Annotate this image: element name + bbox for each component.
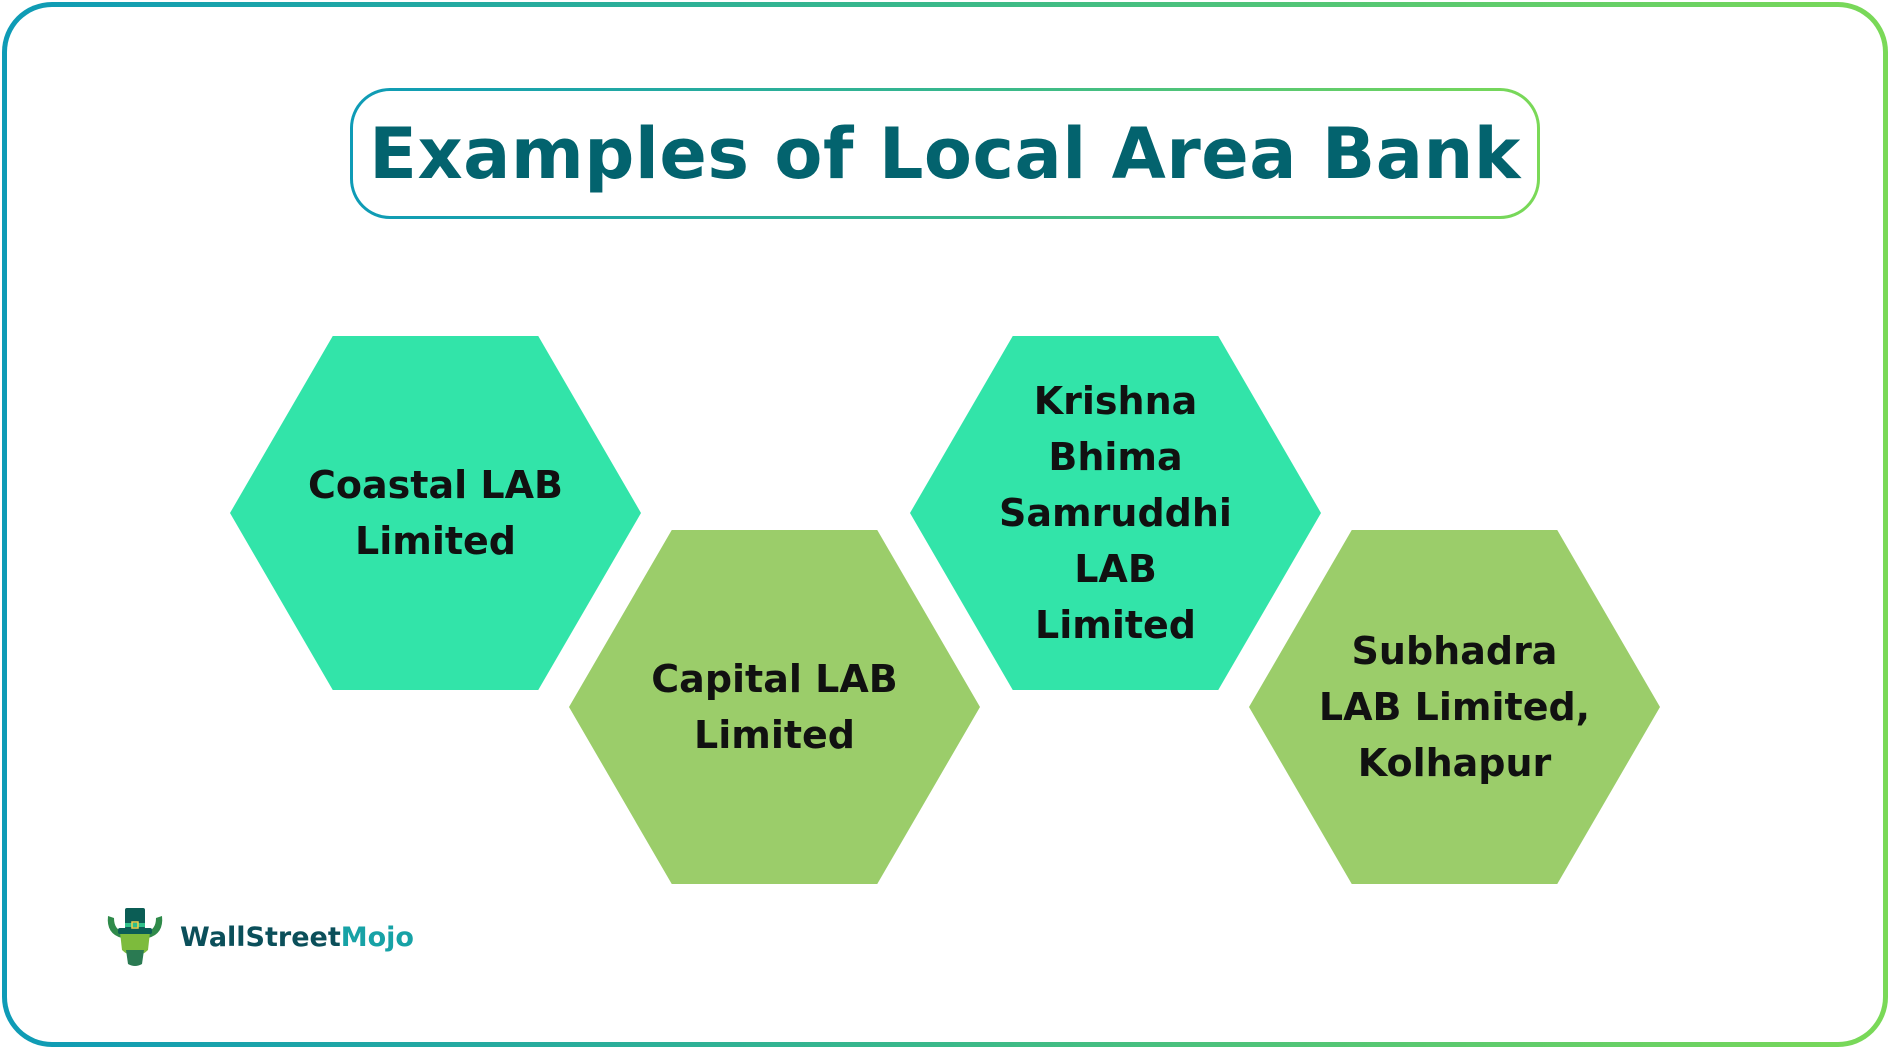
hexagon-label: Krishna Bhima Samruddhi LAB Limited [999,379,1232,647]
title-box: Examples of Local Area Bank [350,88,1540,219]
hexagon-label: Capital LAB Limited [651,657,898,757]
hexagon-label: Subhadra LAB Limited, Kolhapur [1318,629,1591,785]
title-inner: Examples of Local Area Bank [353,91,1537,216]
page-title: Examples of Local Area Bank [369,112,1521,195]
hexagon-subhadra: Subhadra LAB Limited, Kolhapur [1249,530,1660,884]
hexagon-coastal: Coastal LAB Limited [230,336,641,690]
hexagon-label: Coastal LAB Limited [308,463,563,563]
hexagon-krishna-bhima: Krishna Bhima Samruddhi LAB Limited [910,336,1321,690]
hexagon-capital: Capital LAB Limited [569,530,980,884]
bull-with-top-hat-icon [107,908,163,966]
wallstreetmojo-logo: WallStreetMojo [104,904,414,970]
logo-wordmark: WallStreetMojo [180,921,414,953]
